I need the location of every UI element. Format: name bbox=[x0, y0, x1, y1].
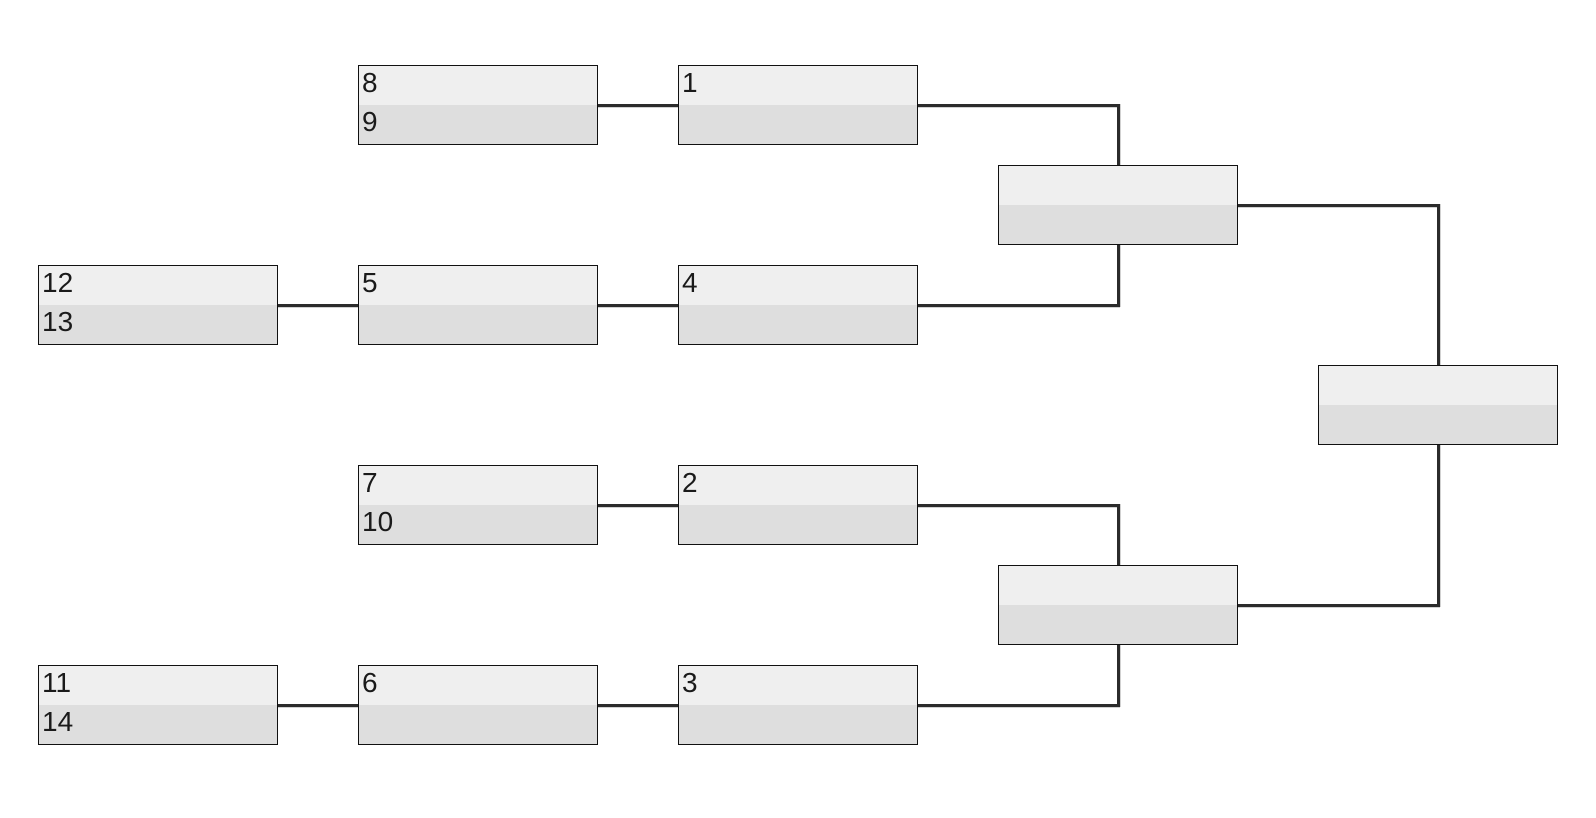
slot-label: 7 bbox=[362, 467, 378, 498]
slot-label: 10 bbox=[362, 506, 394, 537]
slot-label: 9 bbox=[362, 106, 378, 137]
slot-label: 8 bbox=[362, 67, 378, 98]
slot-label bbox=[359, 705, 597, 707]
slot-label bbox=[679, 705, 917, 707]
connector-line bbox=[278, 704, 358, 707]
match-slot-top: 11 bbox=[39, 666, 277, 705]
match-slot-bottom bbox=[359, 705, 597, 744]
connector-line bbox=[1437, 204, 1440, 365]
match-slot-bottom bbox=[359, 305, 597, 344]
match-box-4[interactable]: 4 bbox=[678, 265, 918, 345]
match-box-5[interactable]: 5 bbox=[358, 265, 598, 345]
slot-label bbox=[1319, 366, 1557, 368]
connector-line bbox=[1238, 204, 1440, 207]
connector-line bbox=[1117, 245, 1120, 307]
slot-label: 11 bbox=[42, 667, 72, 698]
match-slot-bottom bbox=[679, 105, 917, 144]
slot-label bbox=[679, 105, 917, 107]
match-slot-top bbox=[999, 566, 1237, 605]
connector-line bbox=[598, 504, 678, 507]
match-slot-bottom: 10 bbox=[359, 505, 597, 544]
semifinal-bottom-box[interactable] bbox=[998, 565, 1238, 645]
match-slot-top: 1 bbox=[679, 66, 917, 105]
match-box-2[interactable]: 2 bbox=[678, 465, 918, 545]
slot-label bbox=[999, 566, 1237, 568]
match-box-6[interactable]: 6 bbox=[358, 665, 598, 745]
match-slot-bottom bbox=[999, 205, 1237, 244]
match-slot-top: 6 bbox=[359, 666, 597, 705]
slot-label: 13 bbox=[42, 306, 74, 337]
match-slot-bottom bbox=[679, 705, 917, 744]
match-slot-top bbox=[1319, 366, 1557, 405]
connector-line bbox=[1117, 504, 1120, 565]
slot-label: 4 bbox=[682, 267, 698, 298]
connector-line bbox=[918, 504, 1120, 507]
match-box-1[interactable]: 1 bbox=[678, 65, 918, 145]
slot-label bbox=[1319, 405, 1557, 407]
slot-label: 6 bbox=[362, 667, 378, 698]
slot-label bbox=[999, 205, 1237, 207]
connector-line bbox=[278, 304, 358, 307]
slot-label bbox=[679, 305, 917, 307]
connector-line bbox=[598, 104, 678, 107]
match-slot-bottom: 9 bbox=[359, 105, 597, 144]
slot-label: 1 bbox=[682, 67, 698, 98]
match-slot-bottom: 14 bbox=[39, 705, 277, 744]
connector-line bbox=[918, 704, 1120, 707]
connector-line bbox=[1117, 104, 1120, 165]
match-slot-bottom bbox=[679, 505, 917, 544]
match-slot-top: 4 bbox=[679, 266, 917, 305]
semifinal-top-box[interactable] bbox=[998, 165, 1238, 245]
match-slot-top: 12 bbox=[39, 266, 277, 305]
connector-line bbox=[1238, 604, 1440, 607]
connector-line bbox=[598, 704, 678, 707]
slot-label: 2 bbox=[682, 467, 698, 498]
match-slot-top: 2 bbox=[679, 466, 917, 505]
match-slot-bottom: 13 bbox=[39, 305, 277, 344]
slot-label bbox=[679, 505, 917, 507]
final-box[interactable] bbox=[1318, 365, 1558, 445]
match-slot-top: 8 bbox=[359, 66, 597, 105]
connector-line bbox=[1117, 645, 1120, 707]
match-box-3[interactable]: 3 bbox=[678, 665, 918, 745]
match-slot-bottom bbox=[1319, 405, 1557, 444]
match-box-7-10[interactable]: 7 10 bbox=[358, 465, 598, 545]
match-slot-bottom bbox=[999, 605, 1237, 644]
connector-line bbox=[918, 104, 1120, 107]
slot-label: 14 bbox=[42, 706, 74, 737]
slot-label bbox=[999, 166, 1237, 168]
match-slot-top: 7 bbox=[359, 466, 597, 505]
slot-label: 3 bbox=[682, 667, 698, 698]
match-slot-top bbox=[999, 166, 1237, 205]
slot-label bbox=[999, 605, 1237, 607]
connector-line bbox=[598, 304, 678, 307]
slot-label bbox=[359, 305, 597, 307]
connector-line bbox=[1437, 445, 1440, 607]
match-slot-top: 3 bbox=[679, 666, 917, 705]
slot-label: 5 bbox=[362, 267, 378, 298]
match-slot-top: 5 bbox=[359, 266, 597, 305]
match-box-11-14[interactable]: 11 14 bbox=[38, 665, 278, 745]
match-slot-bottom bbox=[679, 305, 917, 344]
slot-label: 12 bbox=[42, 267, 74, 298]
connector-line bbox=[918, 304, 1120, 307]
match-box-8-9[interactable]: 8 9 bbox=[358, 65, 598, 145]
match-box-12-13[interactable]: 12 13 bbox=[38, 265, 278, 345]
